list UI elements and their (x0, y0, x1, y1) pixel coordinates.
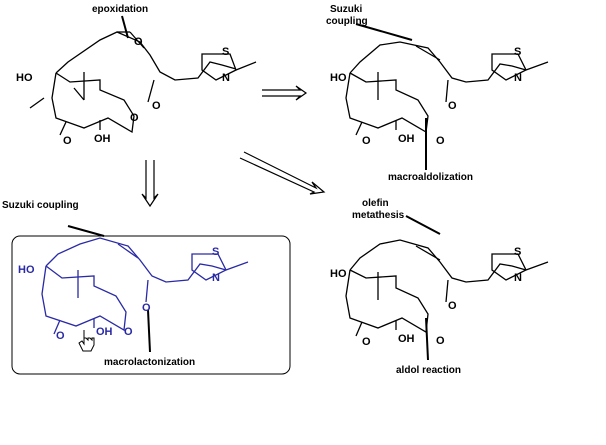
label-olefin: olefin (362, 198, 389, 209)
label-epoxidation: epoxidation (92, 4, 149, 15)
atom-ho: HO (330, 268, 347, 280)
atom-o: O (436, 135, 445, 147)
atom-n: N (514, 272, 522, 284)
molecule-epoxide (29, 31, 257, 136)
atom-o: O (134, 36, 143, 48)
atom-o: O (63, 135, 72, 147)
atom-s: S (514, 46, 522, 58)
atom-ho: HO (16, 72, 33, 84)
hand-cursor-icon (78, 330, 95, 352)
atom-o: O (436, 335, 445, 347)
label-suzuki-top-line2: coupling (326, 16, 368, 27)
atom-o: O (56, 330, 65, 342)
atom-n: N (222, 72, 230, 84)
atom-o: O (362, 336, 371, 348)
atom-ho: HO (18, 264, 35, 276)
retro-arrows (141, 85, 326, 208)
label-macroaldolization: macroaldolization (388, 172, 474, 183)
atom-oh: OH (94, 133, 111, 145)
label-pointers (67, 15, 441, 361)
selection-box (11, 235, 291, 375)
atom-o: O (152, 100, 161, 112)
molecule-macrolactonization (41, 237, 249, 335)
atom-oh: OH (398, 333, 415, 345)
atom-s: S (212, 246, 220, 258)
atom-o: O (362, 135, 371, 147)
atom-n: N (212, 272, 220, 284)
atom-n: N (514, 72, 522, 84)
atom-o: O (448, 100, 457, 112)
atom-o: O (448, 300, 457, 312)
atom-o: O (124, 326, 133, 338)
atom-o: O (142, 302, 151, 314)
atom-oh: OH (398, 133, 415, 145)
atom-oh: OH (96, 326, 113, 338)
label-suzuki-coupling: Suzuki coupling (2, 200, 79, 211)
atom-o: O (130, 112, 139, 124)
atom-s: S (222, 46, 230, 58)
label-macrolactonization: macrolactonization (104, 357, 196, 368)
label-suzuki-top-line1: Suzuki (330, 4, 363, 15)
atom-s: S (514, 246, 522, 258)
label-aldol-reaction: aldol reaction (396, 365, 462, 376)
atom-ho: HO (330, 72, 347, 84)
label-metathesis: metathesis (352, 210, 405, 221)
